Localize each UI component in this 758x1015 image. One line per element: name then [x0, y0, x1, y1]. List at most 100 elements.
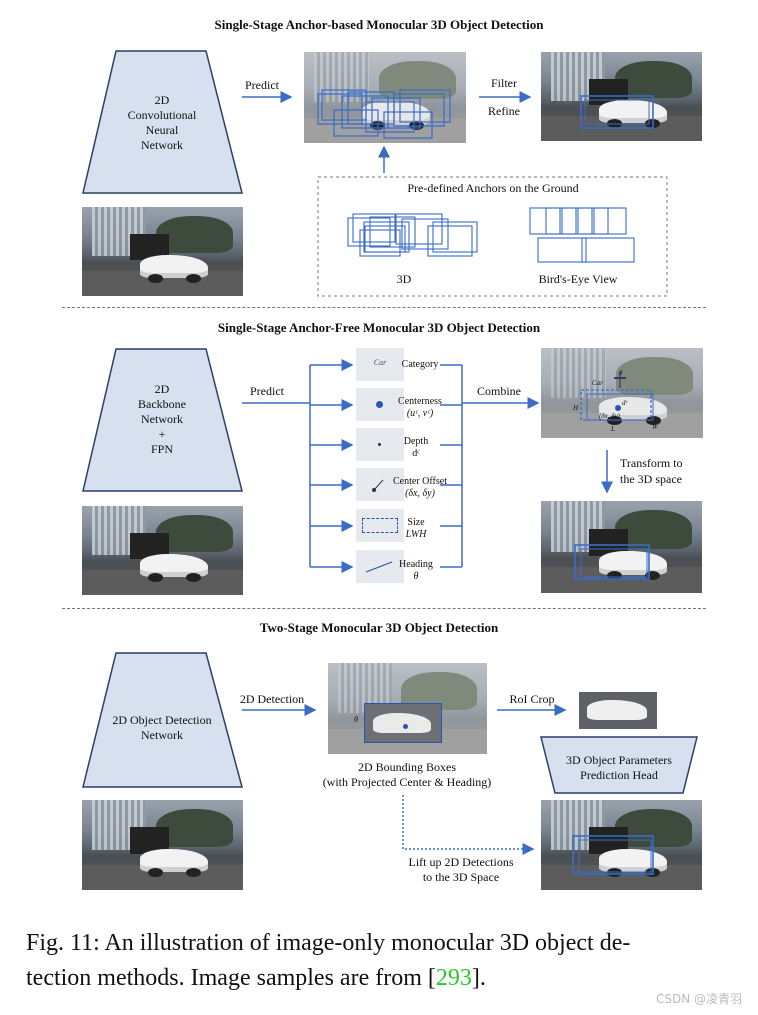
projected-center-dot — [403, 724, 408, 729]
transform-line: Transform to — [620, 456, 683, 470]
section2-network-trapezoid — [82, 348, 243, 492]
head-name: Centerness — [398, 396, 442, 407]
section1-output-image — [541, 52, 702, 141]
head-line: 3D Object Parameters — [566, 753, 672, 767]
section3-network-label: 2D Object Detection Network — [112, 713, 211, 743]
section1-title: Single-Stage Anchor-based Monocular 3D O… — [214, 17, 544, 32]
section3-output-box — [572, 835, 654, 875]
network-line: Network — [141, 728, 183, 742]
network-line: 2D Object Detection — [112, 713, 212, 727]
section3-lift-label: Lift up 2D Detections to the 3D Space — [409, 855, 514, 885]
section2-branch-arrows — [310, 359, 354, 573]
section2-merge-lines — [440, 364, 463, 568]
anchors-3d-label: 3D — [396, 272, 412, 286]
network-line: 2D — [154, 382, 170, 396]
section2-combine-label: Combine — [477, 384, 521, 398]
box-label-car: Car — [592, 379, 603, 387]
network-line: Neural — [145, 123, 179, 137]
section-divider — [62, 307, 706, 308]
offset-feature-map — [356, 468, 404, 501]
head-label-category: Category — [401, 359, 439, 370]
anchors-bev-label: Bird's-Eye View — [538, 272, 618, 286]
section2-combined-image: Car θ dᶜ (δx, δy) H L W — [541, 348, 703, 438]
centerness-feature-map — [356, 388, 404, 421]
caption-text: tection methods. Image samples are from … — [26, 965, 436, 991]
network-line: + — [158, 427, 166, 441]
caption-line-2: tection methods. Image samples are from … — [26, 961, 746, 996]
head-label-depth: Depth dᶜ — [404, 436, 428, 460]
head-label-offset: Center Offset (δx, δy) — [393, 476, 447, 500]
size-box-icon — [362, 518, 398, 533]
heading-theta-label: θ — [354, 715, 358, 724]
transform-line: the 3D space — [620, 472, 682, 486]
anchors-title: Pre-defined Anchors on the Ground — [407, 181, 579, 195]
section1-refine-label: Refine — [488, 104, 520, 118]
section1-network-label: 2D Convolutional Neural Network — [128, 93, 197, 153]
network-line: 2D — [154, 93, 170, 107]
section2-title: Single-Stage Anchor-Free Monocular 3D Ob… — [217, 320, 541, 335]
anchors-bev-boxes — [529, 207, 635, 263]
head-sub: θ — [413, 571, 419, 582]
network-line: Network — [140, 412, 183, 426]
network-line: Network — [140, 138, 183, 152]
section2-output-image — [541, 501, 702, 593]
car-shape — [587, 700, 647, 720]
section2-transform-label: Transform to the 3D space — [620, 455, 683, 487]
size-feature-map — [356, 509, 404, 542]
box-label-theta: θ — [619, 369, 623, 377]
section1-filter-label: Filter — [491, 76, 517, 90]
section2-output-box — [574, 544, 650, 580]
heading-line-icon — [365, 561, 393, 573]
head-name: Size — [407, 517, 425, 528]
car-shape — [373, 713, 431, 733]
head-label-heading: Heading θ — [399, 559, 433, 583]
anchors-3d-boxes — [347, 213, 478, 257]
section1-dense-anchor-image — [304, 52, 466, 143]
box-label-depth: dᶜ — [622, 399, 628, 407]
section2-graphics — [82, 348, 613, 573]
bbox-caption-line: 2D Bounding Boxes — [357, 760, 456, 774]
head-label-size: Size LWH — [406, 517, 427, 541]
section2-input-image — [82, 506, 243, 595]
head-sub: (uᶜ, vᶜ) — [406, 408, 434, 419]
citation-link[interactable]: 293 — [435, 965, 472, 991]
lift-line: to the 3D Space — [422, 870, 500, 884]
offset-arrow-icon — [372, 479, 384, 492]
head-sub: dᶜ — [412, 448, 420, 459]
section-divider — [62, 608, 706, 609]
watermark: CSDN @凌青羽 — [655, 992, 742, 1006]
figure-caption: Fig. 11: An illustration of image-only m… — [26, 926, 746, 996]
depth-dot-icon — [378, 443, 381, 446]
head-label-centerness: Centerness (uᶜ, vᶜ) — [398, 396, 442, 420]
section1-output-box — [580, 95, 654, 129]
box-label-h: H — [573, 404, 579, 412]
caption-text: ]. — [471, 965, 486, 991]
section3-head-label: 3D Object Parameters Prediction Head — [566, 753, 672, 783]
category-feature-map: Car — [356, 348, 404, 381]
anchors-dashed-box — [317, 176, 668, 297]
section3-lift-arrow — [402, 795, 535, 855]
box-label-l: L — [611, 425, 615, 433]
section3-detection-label: 2D Detection — [239, 692, 305, 706]
bbox-crop-region — [364, 703, 442, 743]
section3-network-trapezoid — [82, 652, 243, 788]
section1-network-trapezoid — [82, 50, 243, 194]
head-name: Depth — [403, 436, 429, 447]
centerness-dot-icon — [376, 401, 383, 408]
section3-input-image — [82, 800, 243, 890]
section3-bbox-caption: 2D Bounding Boxes (with Projected Center… — [323, 760, 492, 790]
car-icon: Car — [373, 358, 387, 367]
head-line: Prediction Head — [580, 768, 658, 782]
section2-combined-box — [580, 372, 654, 421]
section3-title: Two-Stage Monocular 3D Object Detection — [259, 620, 499, 635]
network-line: FPN — [150, 442, 174, 456]
box-label-offset: (δx, δy) — [599, 412, 620, 420]
section3-roi-crop-image — [579, 692, 657, 729]
section1-graphics — [82, 50, 668, 297]
head-sub: (δx, δy) — [405, 488, 435, 499]
depth-feature-map — [356, 428, 404, 461]
head-name: Heading — [399, 559, 433, 570]
section2-network-label: 2D Backbone Network + FPN — [138, 382, 186, 457]
section1-predict-label: Predict — [245, 78, 279, 92]
lift-line: Lift up 2D Detections — [408, 855, 514, 869]
